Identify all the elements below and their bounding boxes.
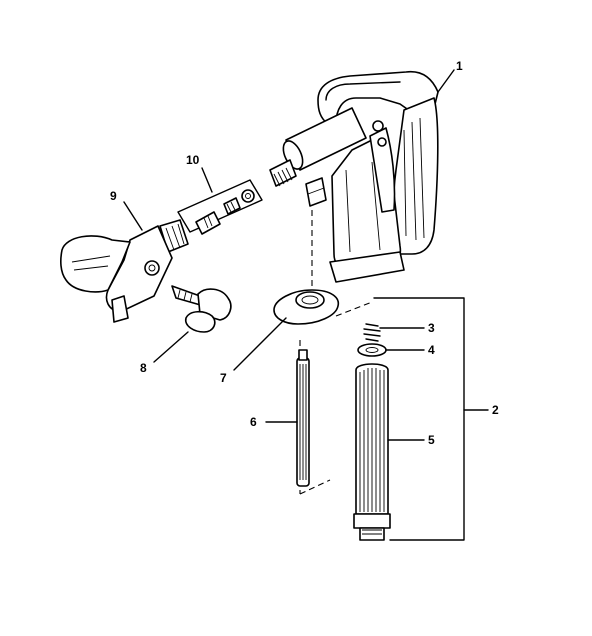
spring <box>363 323 381 342</box>
leader-1 <box>437 69 455 93</box>
callout-9: 9 <box>110 189 117 203</box>
tip-guard <box>60 219 189 323</box>
callout-3: 3 <box>428 321 435 335</box>
callout-7: 7 <box>220 371 227 385</box>
washer <box>357 343 387 357</box>
callout-1: 1 <box>456 59 463 73</box>
callout-10: 10 <box>186 153 200 167</box>
callout-2: 2 <box>492 403 499 417</box>
seal-kit-parts <box>195 189 255 235</box>
callout-4: 4 <box>428 343 435 357</box>
leader-7 <box>233 317 287 371</box>
alignment-line-upper <box>335 301 373 317</box>
filter-housing <box>353 363 391 541</box>
spray-gun-body <box>269 70 439 283</box>
alignment-line-lower <box>299 479 331 495</box>
leader-9 <box>123 201 143 231</box>
callout-5: 5 <box>428 433 435 447</box>
bracket-seal-kit <box>177 179 263 233</box>
callout-8: 8 <box>140 361 147 375</box>
bracket-filter-group <box>373 297 465 541</box>
leader-10 <box>201 167 213 193</box>
callout-6: 6 <box>250 415 257 429</box>
gasket-ring <box>273 289 340 325</box>
filter-element <box>296 349 310 487</box>
leader-8 <box>153 331 189 363</box>
spray-tip <box>171 285 232 333</box>
